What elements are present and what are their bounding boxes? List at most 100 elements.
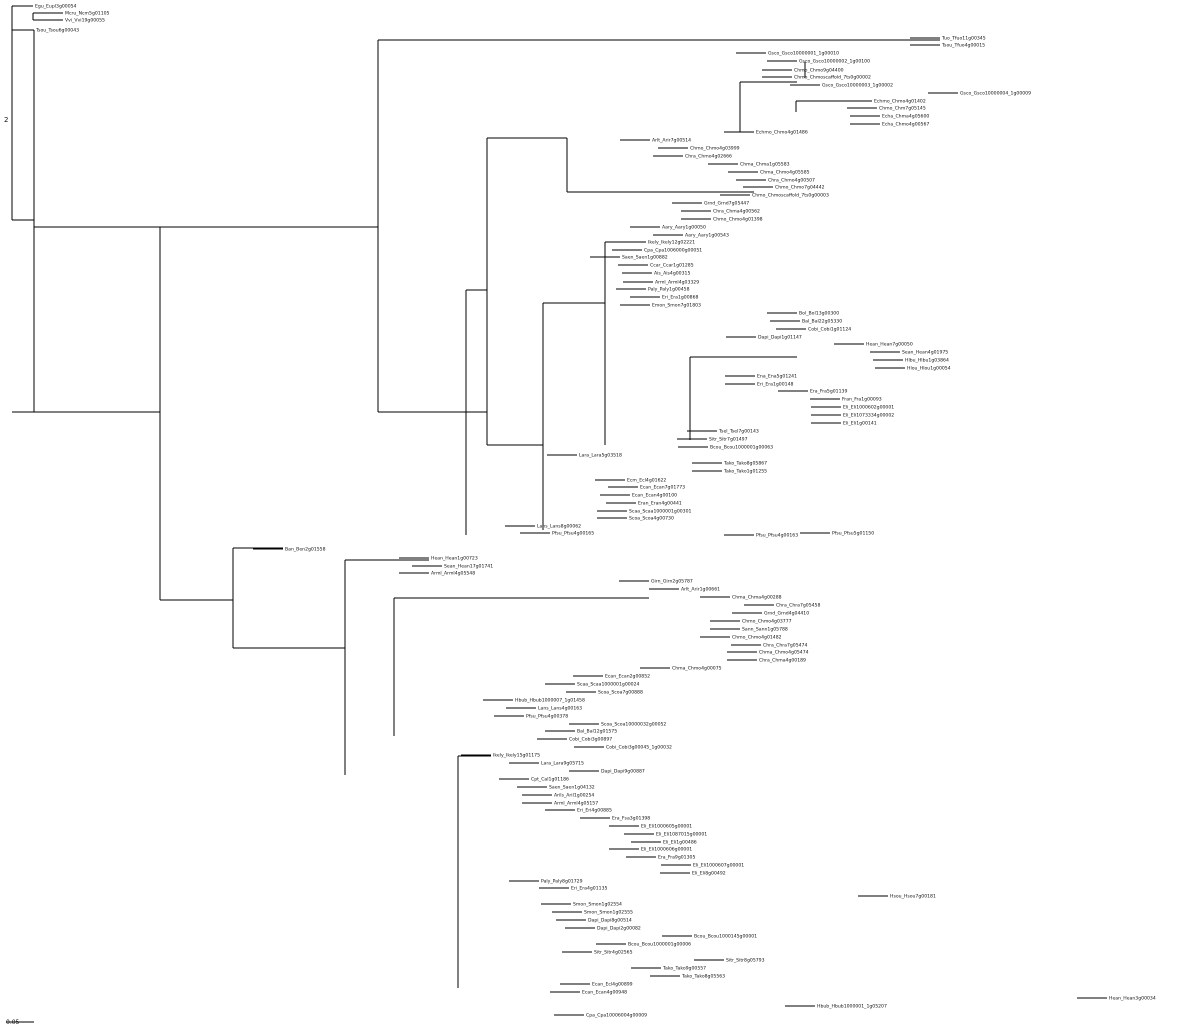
leaf-label: Pfsu_Pfsu4g00165 — [552, 531, 594, 537]
leaf-label: Tsou_Tfuo4g00015 — [941, 43, 985, 49]
leaf-label: Dapi_Dapi1g01147 — [758, 335, 802, 341]
leaf-label: Tako_Tako8g05867 — [723, 461, 767, 467]
leaf-label: Mcru_Ncm5g01105 — [65, 11, 110, 17]
leaf-label: Cobi_Cobi3g00897 — [569, 737, 612, 743]
leaf-label: Tako_Tako8g05563 — [681, 974, 725, 980]
leaf-label: Pfsu_Pfsu4g00378 — [526, 714, 568, 720]
leaf-label: Bcou_Bcou1000001g00063 — [710, 445, 773, 451]
leaf-label: Arils_Aril1g00254 — [554, 793, 594, 799]
leaf-label: Saen_Saen1g04132 — [549, 785, 595, 791]
leaf-label: Cpt_Cal1g01186 — [531, 777, 569, 783]
leaf-label: Ais_Ais4g00315 — [654, 271, 690, 277]
leaf-label: Chma_Chma1g05583 — [740, 162, 790, 168]
leaf-label: Chra_Chmo4g02666 — [685, 154, 732, 160]
leaf-label: Eli_Eli1g00486 — [663, 840, 697, 846]
leaf-label: Ecan_Ecan4g00948 — [582, 990, 627, 996]
leaf-label: Sean_Hean4g01975 — [902, 350, 948, 356]
leaf-label: Pfsu_Pfsu5g01150 — [832, 531, 874, 537]
leaf-label: Scaa_Scaa1000001g00301 — [629, 509, 692, 515]
leaf-label: Echa_Chmo4g00567 — [882, 122, 929, 128]
leaf-label: Chma_Chmo4g05474 — [759, 650, 809, 656]
leaf-label: Chmo_Chmo4g01482 — [732, 635, 782, 641]
leaf-label: Chmo_Chmo4g03999 — [690, 146, 740, 152]
leaf-label: Tsou_Tsou6g00043 — [35, 28, 79, 34]
leaf-label: Lara_Lara5g03518 — [579, 453, 622, 459]
leaf-label: Chmo_Chmo7g04442 — [775, 185, 825, 191]
leaf-label: Echmo_Chmo4g01486 — [756, 130, 808, 136]
leaf-label: Bcou_Bcou1000145g00001 — [694, 934, 757, 940]
leaf-label: Cpa_Cpa10006004g00009 — [586, 1013, 647, 1019]
leaf-label: Gsco_Gsco10000001_1g00010 — [768, 51, 839, 57]
leaf-label: Chra_Chmo4g00507 — [768, 178, 815, 184]
leaf-label: Chra_Chma4g00189 — [759, 658, 806, 664]
leaf-label: Girn_Girn2g05787 — [651, 579, 693, 585]
leaf-label: Chra_Chma4g00562 — [713, 209, 760, 215]
leaf-label: Chmo_Chmoscaffold_7ts0g00002 — [794, 75, 871, 81]
leaf-label: Hsou_Hsou7g00181 — [890, 894, 936, 900]
leaf-label: Hlou_Hlou1g00054 — [907, 366, 951, 372]
leaf-label: Eli_Eli1000606g00001 — [641, 847, 692, 853]
leaf-label: Chma_Chma4g00288 — [732, 595, 782, 601]
leaf-label: Arml_Arml4g05157 — [554, 801, 598, 807]
leaf-label: Bal_Bal22g05330 — [802, 319, 842, 325]
leaf-label: Ikely_Ikely15g01175 — [493, 753, 540, 759]
leaf-label: Eri_Eri4g00885 — [577, 808, 612, 814]
leaf-label: Lara_Lara9g05715 — [541, 761, 584, 767]
leaf-label: Lans_Lans8g00062 — [537, 524, 581, 530]
leaf-label: Scaa_Scaa1000001g00024 — [577, 682, 640, 688]
leaf-label: Sann_Sann1g05788 — [742, 627, 788, 633]
leaf-label: Scoa_Scoa7g00888 — [598, 690, 643, 696]
leaf-label: Ccar_Ccar1g01285 — [650, 263, 694, 269]
leaf-label: Fran_Fra1g00093 — [842, 397, 882, 403]
leaf-label: Arlt_Arir1g00661 — [681, 587, 720, 593]
leaf-label: Tuo_Tfuo11g00345 — [941, 36, 986, 42]
leaf-label: Eri_Era4g01135 — [571, 886, 607, 892]
leaf-label: Ena_Ena5g01241 — [757, 374, 797, 380]
leaf-label: Ikely_Ikely12g02221 — [648, 240, 695, 246]
leaf-label: Ecan_Ecl4g00899 — [592, 982, 633, 988]
leaf-label: Arml_Arml4g05548 — [431, 571, 475, 577]
leaf-label: Dapi_Dapi9g00887 — [601, 769, 645, 775]
leaf-label: Eli_Eli8g00492 — [692, 871, 726, 877]
leaf-label: Tako_Tako1g01255 — [723, 469, 767, 475]
leaf-label: Ban_Ben2g01558 — [285, 547, 326, 553]
leaf-label: Ecan_Ecan4g00100 — [632, 493, 677, 499]
leaf-label: Dapi_Dapi8g00514 — [588, 918, 632, 924]
leaf-label: Hbub_Hbub1000007_1g01458 — [515, 698, 585, 704]
leaf-label: Tako_Tako9g00557 — [662, 966, 706, 972]
leaf-label: Echa_Chma4g05600 — [882, 114, 929, 120]
leaf-label: Bal_Bal12g01575 — [577, 729, 617, 735]
leaf-label: Chmo_Chm7g05145 — [879, 106, 926, 112]
leaf-label: Paly_Paly1g00458 — [648, 287, 690, 293]
leaf-label: Eli_Eli1000602g00001 — [843, 405, 894, 411]
leaf-label: Lans_Lans4g00163 — [538, 706, 582, 712]
leaf-label: Hlbu_Hlbu1g03864 — [905, 358, 949, 364]
leaf-label: Chma_Chmo4g00075 — [672, 666, 722, 672]
leaf-label: Eran_Eran4g00441 — [638, 501, 682, 507]
leaf-label: Scoa_Scoa4g00730 — [629, 516, 674, 522]
leaf-label: Dapi_Dapi2g00082 — [597, 926, 641, 932]
leaf-label: Eli_Eli1073334g00002 — [843, 413, 894, 419]
leaf-label: Scoa_Scoa10000032g00052 — [601, 722, 666, 728]
leaf-label: Bol_Bol13g00300 — [799, 311, 839, 317]
leaf-label: Sean_Hean17g01741 — [444, 564, 493, 570]
leaf-label: Cpa_Cpa1006000g00051 — [644, 248, 702, 254]
leaf-label: Arlt_Arir7g00514 — [652, 138, 691, 144]
root-label: 2 — [4, 116, 8, 124]
leaf-label: Eli_Eli1g00141 — [843, 421, 877, 427]
leaf-label: Eli_Eli1087015g00001 — [656, 832, 707, 838]
leaf-label: Ecan_Ecan2g00852 — [605, 674, 650, 680]
leaf-label: Sitr_Sitr7g01497 — [709, 437, 748, 443]
leaf-label: Paly_Paly8g01729 — [541, 879, 583, 885]
leaf-label: Era_Fra5g01139 — [810, 389, 847, 395]
leaf-label: Vvi_Vvi19g00055 — [65, 18, 105, 24]
leaf-label: Hean_Hean3g00034 — [1109, 996, 1156, 1002]
leaf-label: Tsel_Tsel7g00143 — [718, 429, 759, 435]
leaf-label: Emon_Smon7g01803 — [652, 303, 701, 309]
leaf-label: Chra_Chra7g05458 — [776, 603, 820, 609]
leaf-label: Era_Fra9g01305 — [658, 855, 695, 861]
leaf-label: Ecan_Ecan7g01773 — [640, 485, 685, 491]
leaf-label: Cobi_Cobi3g00045_1g00032 — [606, 745, 672, 751]
leaf-label: Eli_Eli1000607g00001 — [693, 863, 744, 869]
